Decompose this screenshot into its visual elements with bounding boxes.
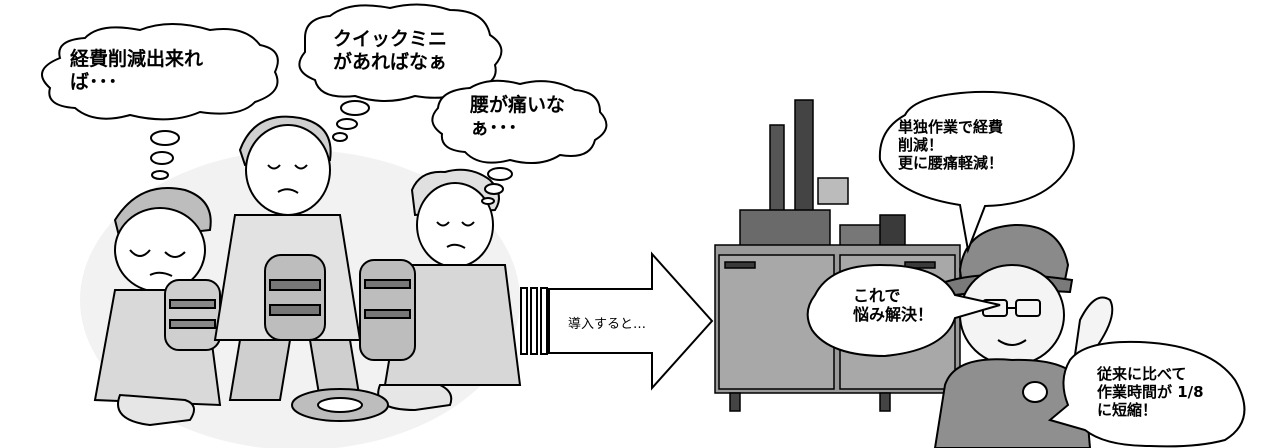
speech-solved-line-2: 悩み解決！ [853,305,934,325]
worker-left-figure [93,187,222,427]
thought-cost-line-1: 経費削減出来れ [70,48,204,70]
thought-text-quick-mini: クイックミニ があればなぁ [333,28,447,74]
worker-middle-figure [213,115,362,401]
speech-bubble-solo-work [878,90,1075,254]
mascot-worker-figure [933,223,1114,448]
speech-bubble-solved [806,263,1001,358]
speech-text-solved: これで 悩み解決！ [853,286,933,324]
speech-text-time-cut: 従来に比べて 作業時間が 1/8 に短縮！ [1097,365,1204,419]
speech-bubble-time-cut [1047,340,1246,448]
arrow-label: 導入すると… [568,317,647,332]
speech-solo-work-line-1: 単独作業で経費 [898,118,1004,136]
speech-time-cut-line-3: に短縮！ [1097,401,1158,419]
thought-text-cost: 経費削減出来れ ば･･･ [70,48,203,94]
worker-right-figure [359,168,522,412]
thought-bubble-cost [41,23,279,180]
speech-solo-work-line-2: 削減！ [898,136,944,154]
thought-back-line-2: ぁ･･･ [470,116,518,139]
thought-bubble-back [431,79,608,205]
floor-part-figure [291,388,389,422]
thought-back-line-1: 腰が痛いな [470,94,566,116]
separator-bars [520,287,548,355]
speech-solved-line-1: これで [853,286,901,305]
introduction-arrow [548,251,714,391]
thought-quick-mini-line-2: があればなぁ [333,50,448,73]
speech-time-cut-line-1: 従来に比べて [1097,365,1187,383]
speech-text-solo-work: 単独作業で経費 削減！ 更に腰痛軽減！ [898,118,1003,172]
thought-quick-mini-line-1: クイックミニ [333,28,448,50]
speech-solo-work-line-3: 更に腰痛軽減！ [898,154,1004,172]
speech-time-cut-line-2: 作業時間が 1/8 [1097,383,1204,401]
thought-cost-line-2: ば･･･ [70,70,118,93]
thought-text-back: 腰が痛いな ぁ･･･ [470,94,565,140]
thought-bubble-quick-mini [298,3,503,142]
